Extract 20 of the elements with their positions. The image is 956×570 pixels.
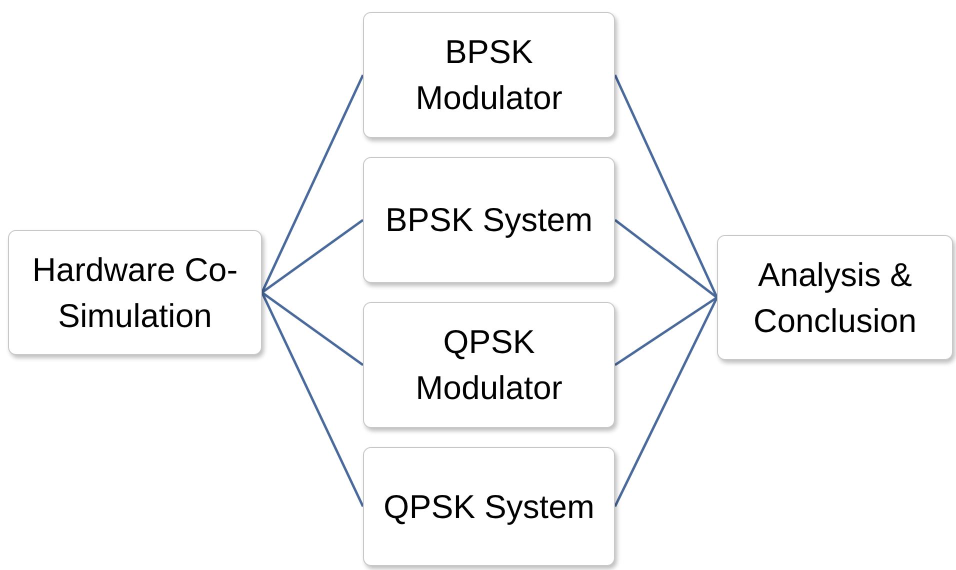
connector-line [614, 296, 718, 366]
process-box [363, 447, 615, 566]
connector-line [614, 74, 718, 298]
process-box [363, 302, 615, 428]
box-label: BPSK Modulator [414, 32, 564, 118]
process-box [363, 157, 615, 283]
box-label: QPSK Modulator [414, 322, 564, 408]
connector-line [614, 219, 718, 298]
box-label: Analysis & Conclusion [752, 254, 918, 340]
connector-line [261, 218, 364, 294]
box-label: QPSK System [384, 486, 594, 527]
process-box [8, 230, 262, 355]
box-label: Hardware Co-Simulation [31, 250, 239, 336]
connector-line [261, 291, 364, 366]
box-label: BPSK System [385, 200, 593, 240]
connector-line [260, 292, 364, 508]
connector-line [260, 74, 364, 294]
connector-line [614, 296, 718, 508]
process-box [363, 12, 615, 138]
process-box [717, 235, 953, 360]
